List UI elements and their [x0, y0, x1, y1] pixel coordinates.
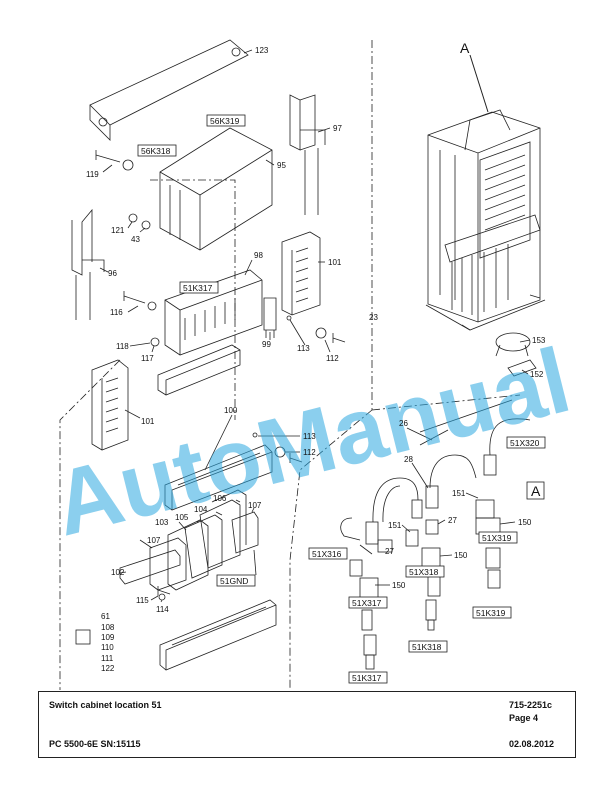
callout: 123 — [255, 46, 269, 55]
callout: 116 — [110, 308, 123, 317]
callout: 111 — [101, 654, 114, 663]
mounting-plate-123 — [89, 39, 249, 141]
title-block: Switch cabinet location 51 715-2251c Pag… — [38, 691, 576, 758]
label-51K317: 51K317 — [183, 283, 213, 293]
relay-box-56K319 — [159, 127, 273, 251]
detail-reference-A: A — [531, 483, 541, 499]
screw-119 — [95, 150, 134, 171]
callout: 108 — [101, 623, 115, 632]
callout: 151 — [452, 489, 466, 498]
label-51X318: 51X318 — [409, 567, 439, 577]
callout: 95 — [277, 161, 286, 170]
callout: 23 — [369, 313, 378, 322]
callout: 43 — [131, 235, 140, 244]
cable-duct-100 — [157, 344, 277, 671]
callout: 113 — [303, 432, 316, 441]
callout: 122 — [101, 664, 115, 673]
callout: 112 — [326, 354, 339, 363]
callout: 101 — [141, 417, 155, 426]
callout: 150 — [392, 581, 406, 590]
cable-harness — [340, 399, 531, 670]
drawing-title: Switch cabinet location 51 — [49, 700, 162, 710]
drawing-date: 02.08.2012 — [509, 739, 555, 749]
label-51K319: 51K319 — [476, 608, 506, 618]
callout: 107 — [147, 536, 161, 545]
callout: 97 — [333, 124, 342, 133]
machine-model: PC 5500-6E SN:15115 — [49, 739, 141, 749]
callout: 113 — [297, 344, 310, 353]
watermark: AutoManual — [44, 329, 579, 555]
label-51K317-bottom: 51K317 — [352, 673, 382, 683]
callout: 112 — [303, 448, 316, 457]
label-51X317: 51X317 — [352, 598, 382, 608]
callout: 105 — [175, 513, 189, 522]
callout: 153 — [532, 336, 546, 345]
detail-label-A: A — [460, 40, 470, 56]
callout: 98 — [254, 251, 263, 260]
callout: 106 — [213, 494, 227, 503]
callout: 110 — [101, 643, 114, 652]
callout: 27 — [448, 516, 457, 525]
callout: 117 — [141, 354, 154, 363]
label-51X320: 51X320 — [510, 438, 540, 448]
callout: 96 — [108, 269, 117, 278]
callout: 150 — [454, 551, 468, 560]
label-51K318: 51K318 — [412, 642, 442, 652]
callout: 61 — [101, 612, 110, 621]
callout: 27 — [385, 547, 394, 556]
exploded-parts-drawing: AutoManual A A 56K319 56K318 51K317 51GN… — [44, 39, 580, 690]
switch-cabinet-detail — [425, 54, 546, 331]
callout: 151 — [388, 521, 402, 530]
label-51X319: 51X319 — [482, 533, 512, 543]
label-56K319: 56K319 — [210, 116, 240, 126]
callout: 109 — [101, 633, 115, 642]
callout: 26 — [399, 419, 408, 428]
cable-bracket-97 — [289, 94, 326, 215]
label-51X316: 51X316 — [312, 549, 342, 559]
callout: 150 — [518, 518, 532, 527]
label-51GND: 51GND — [220, 576, 248, 586]
cable-bracket-96 — [71, 208, 105, 320]
callout: 114 — [156, 605, 169, 614]
document-number: 715-2251c — [509, 700, 553, 710]
callout: 121 — [111, 226, 125, 235]
callout: 99 — [262, 340, 271, 349]
terminal-block-51K317 — [164, 269, 263, 356]
callout: 115 — [136, 596, 149, 605]
callout: 102 — [111, 568, 125, 577]
page-number: Page 4 — [509, 713, 539, 723]
callout: 107 — [248, 501, 262, 510]
callout: 103 — [155, 518, 169, 527]
callout: 104 — [194, 505, 208, 514]
callout: 101 — [328, 258, 342, 267]
callout: 152 — [530, 370, 544, 379]
callout: 118 — [116, 342, 129, 351]
callout-numbers: 123 97 95 119 121 43 96 98 101 116 118 1… — [86, 46, 546, 673]
callout: 28 — [404, 455, 413, 464]
callout: 100 — [224, 406, 238, 415]
callout: 119 — [86, 170, 99, 179]
terminal-bracket-101-left — [91, 359, 129, 451]
terminal-bracket-101-top — [281, 231, 321, 316]
label-56K318: 56K318 — [141, 146, 171, 156]
